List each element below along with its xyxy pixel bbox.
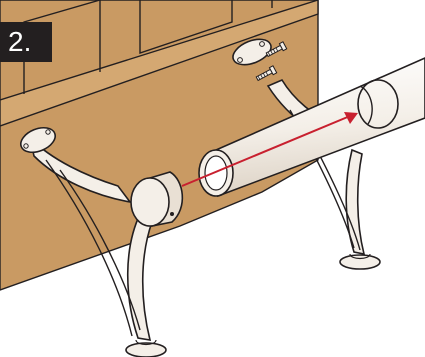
- floor-foot-left: [126, 340, 166, 357]
- floor-foot-right: [340, 254, 380, 269]
- step-number-badge: 2.: [0, 22, 52, 62]
